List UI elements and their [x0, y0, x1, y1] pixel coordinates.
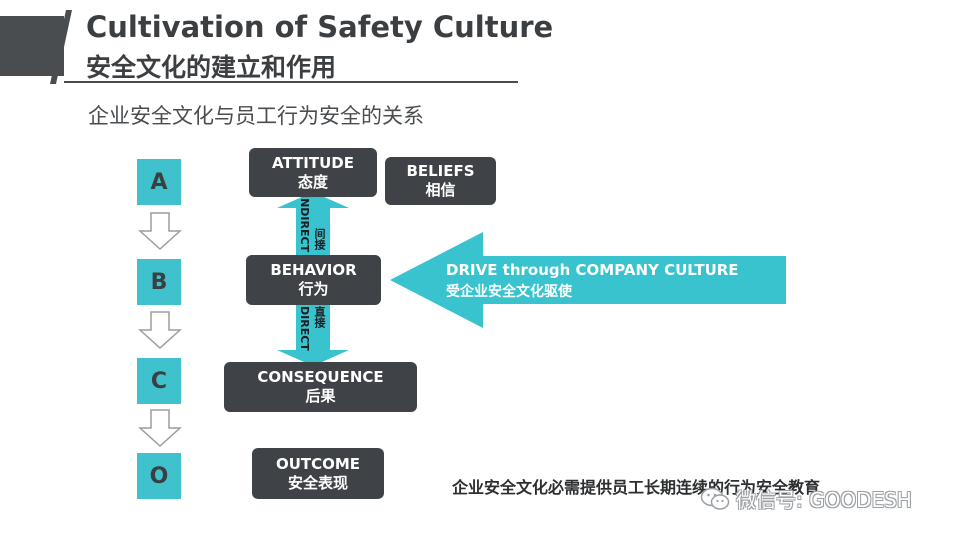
step-b: B — [137, 259, 181, 305]
behavior-label-cn: 行为 — [298, 280, 329, 298]
direct-label-cn: 直接 — [313, 306, 326, 328]
down-arrow-icon — [138, 409, 182, 447]
consequence-box: CONSEQUENCE 后果 — [224, 362, 417, 412]
consequence-label: CONSEQUENCE — [257, 368, 384, 386]
drive-label-cn: 受企业安全文化驱使 — [446, 284, 572, 300]
watermark-text: 微信号: GOODESH — [736, 488, 912, 512]
step-c: C — [137, 358, 181, 404]
page-title-english: Cultivation of Safety Culture — [86, 10, 554, 44]
step-a: A — [137, 159, 181, 205]
education-statement: 企业安全文化必需提供员工长期连续的行为安全教育 — [452, 478, 821, 497]
drive-label: DRIVE through COMPANY CULTURE — [446, 261, 739, 279]
beliefs-label: BELIEFS — [406, 162, 475, 180]
indirect-up-arrow — [277, 192, 349, 256]
drive-arrow — [390, 232, 786, 328]
step-o: O — [137, 453, 181, 499]
title-slash-decoration — [50, 10, 72, 84]
beliefs-label-cn: 相信 — [425, 181, 456, 199]
outcome-label-cn: 安全表现 — [287, 473, 348, 492]
attitude-label: ATTITUDE — [272, 153, 354, 172]
down-arrow-icon — [138, 311, 182, 349]
outcome-label: OUTCOME — [275, 454, 361, 473]
attitude-label-cn: 态度 — [297, 172, 328, 191]
beliefs-box: BELIEFS 相信 — [385, 157, 496, 205]
title-corner-block — [0, 16, 64, 76]
direct-down-arrow — [277, 304, 349, 366]
page-title-chinese: 安全文化的建立和作用 — [86, 53, 337, 82]
consequence-label-cn: 后果 — [305, 387, 336, 405]
wechat-watermark: 微信号: GOODESH — [700, 484, 912, 513]
down-arrow-icon — [138, 212, 182, 250]
indirect-label: INDIRECT — [298, 194, 311, 253]
indirect-label-cn: 间接 — [313, 228, 326, 250]
page-subtitle: 企业安全文化与员工行为安全的关系 — [88, 104, 424, 128]
behavior-box: BEHAVIOR 行为 — [246, 255, 381, 305]
direct-label: DIRECT — [298, 306, 311, 351]
title-underline — [64, 81, 518, 83]
behavior-label: BEHAVIOR — [270, 261, 357, 279]
attitude-box: ATTITUDE 态度 — [249, 148, 377, 197]
wechat-icon — [700, 487, 730, 510]
outcome-box: OUTCOME 安全表现 — [252, 448, 384, 499]
